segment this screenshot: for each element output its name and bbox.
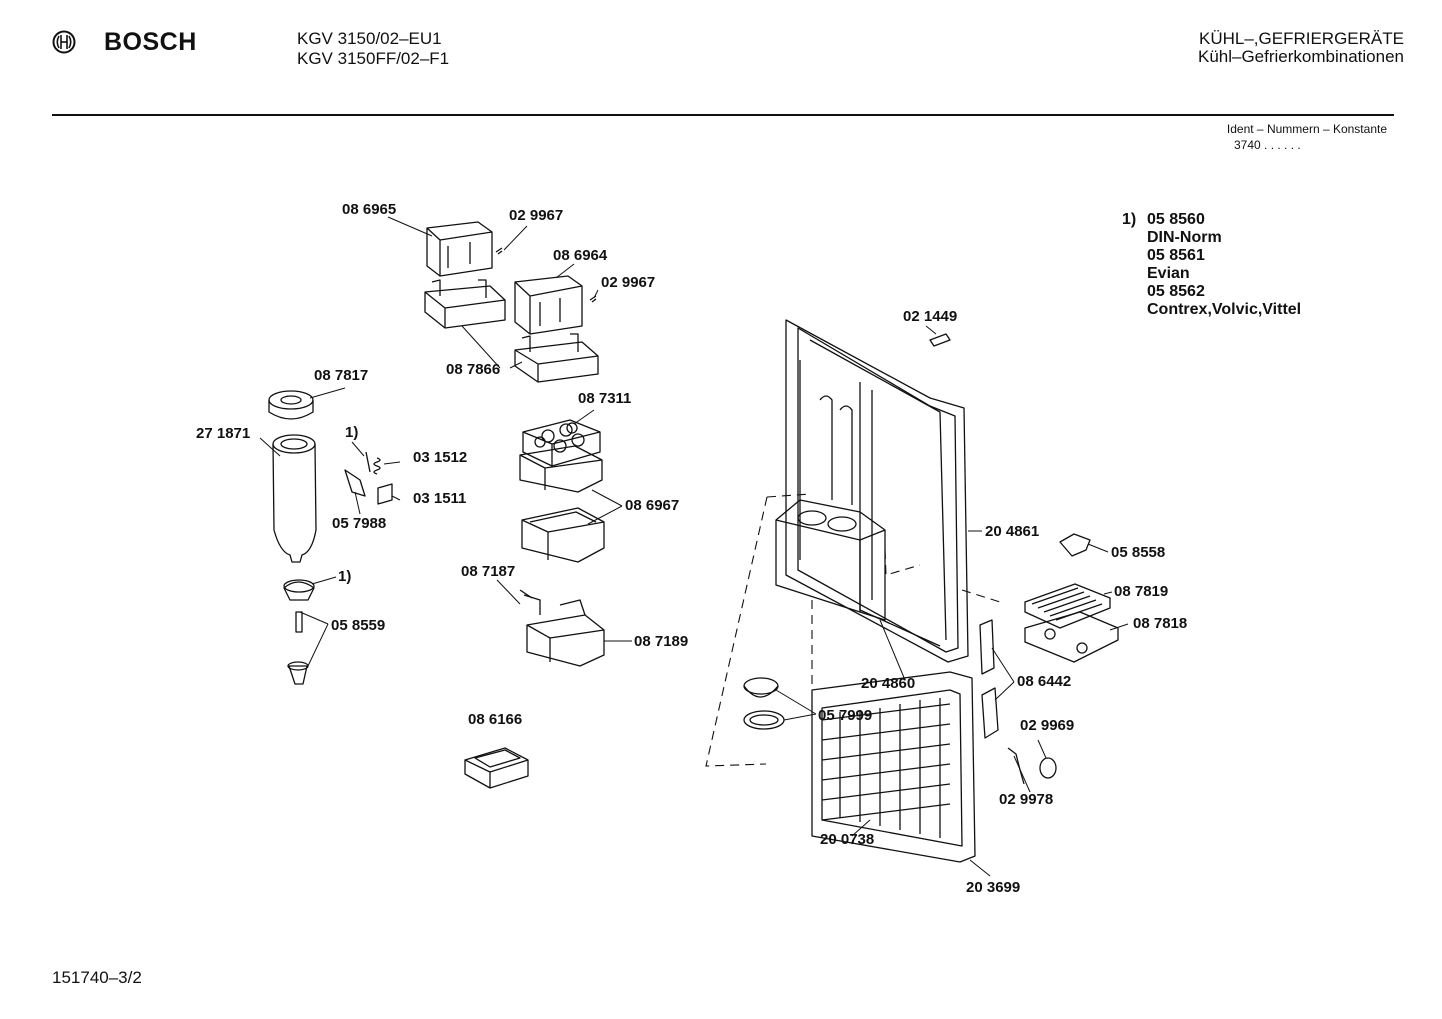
part-087818-base xyxy=(1024,611,1119,663)
part-021449-handle xyxy=(929,333,951,347)
footnote-line-2: DIN-Norm xyxy=(1147,229,1222,246)
footnote-line-3: 05 8561 xyxy=(1147,247,1205,264)
ident-label: Ident – Nummern – Konstante xyxy=(1226,122,1387,136)
label-031511: 03 1511 xyxy=(413,490,467,507)
label-029967-a: 02 9967 xyxy=(509,207,564,224)
header-rule xyxy=(52,114,1394,116)
category-line-1: KÜHL–,GEFRIERGERÄTE xyxy=(1199,29,1404,48)
label-087189: 08 7189 xyxy=(634,633,689,650)
label-087819: 08 7819 xyxy=(1114,583,1169,600)
label-086965: 08 6965 xyxy=(342,201,397,218)
label-204861: 20 4861 xyxy=(985,523,1040,540)
label-086442: 08 6442 xyxy=(1017,673,1072,690)
part-086964-holder xyxy=(514,275,583,335)
label-086166: 08 6166 xyxy=(468,711,523,728)
label-087817: 08 7817 xyxy=(314,367,369,384)
part-058558-clip xyxy=(1059,533,1091,557)
footnote-line-4: Evian xyxy=(1147,265,1190,282)
part-087866-tray-b xyxy=(514,333,599,383)
part-086442-hinge xyxy=(979,619,999,739)
footnote-line-6: Contrex,Volvic,Vittel xyxy=(1147,301,1302,318)
label-058558: 05 8558 xyxy=(1111,544,1166,561)
part-200738-freezer-door xyxy=(811,671,976,863)
footnote-marker: 1) xyxy=(1122,211,1137,228)
footnote-line-5: 05 8562 xyxy=(1147,283,1205,300)
part-204861-door-liner xyxy=(785,319,969,663)
label-086967: 08 6967 xyxy=(625,497,680,514)
label-203699: 20 3699 xyxy=(966,879,1021,896)
label-057999: 05 7999 xyxy=(818,707,873,724)
footnote-line-1: 05 8560 xyxy=(1147,211,1205,228)
label-057988: 05 7988 xyxy=(332,515,387,532)
part-029969-cap xyxy=(1039,757,1057,779)
label-058559: 05 8559 xyxy=(331,617,386,634)
part-087817-cap xyxy=(268,390,314,420)
label-029969: 02 9969 xyxy=(1020,717,1075,734)
part-086967-box-a xyxy=(519,445,603,493)
part-087819-lid xyxy=(1024,583,1111,629)
part-086967-box-b xyxy=(521,507,605,563)
model-line-2: KGV 3150FF/02–F1 xyxy=(297,49,450,68)
part-clip-assembly xyxy=(344,451,393,505)
label-031512: 03 1512 xyxy=(413,449,468,466)
part-029978-screw xyxy=(1007,747,1025,785)
part-087311-egg-tray xyxy=(522,419,601,467)
part-029967-screw-a xyxy=(495,247,503,255)
model-line-1: KGV 3150/02–EU1 xyxy=(297,29,442,48)
label-087866: 08 7866 xyxy=(446,361,501,378)
part-087189-shelf xyxy=(519,589,605,667)
label-footnote-ref-a: 1) xyxy=(345,424,359,441)
label-087818: 08 7818 xyxy=(1133,615,1188,632)
part-057999-seal xyxy=(743,677,785,730)
part-204860-door-bin xyxy=(775,499,886,621)
category-line-2: Kühl–Gefrierkombinationen xyxy=(1197,47,1404,66)
part-271871-bottle xyxy=(272,434,317,563)
label-029967-b: 02 9967 xyxy=(601,274,656,291)
part-087866-tray-a xyxy=(424,279,506,329)
label-029978: 02 9978 xyxy=(999,791,1054,808)
label-087311: 08 7311 xyxy=(578,390,632,407)
doc-number: 151740–3/2 xyxy=(52,968,142,987)
part-086965-holder xyxy=(426,221,493,277)
label-204860: 20 4860 xyxy=(861,675,916,692)
label-271871: 27 1871 xyxy=(196,425,251,442)
label-200738: 20 0738 xyxy=(820,831,875,848)
label-021449: 02 1449 xyxy=(903,308,958,325)
part-058559-valve xyxy=(283,579,315,685)
ident-value: 3740 . . . . . . xyxy=(1234,138,1301,152)
label-087187: 08 7187 xyxy=(461,563,516,580)
brand-name: BOSCH xyxy=(104,28,197,56)
label-086964: 08 6964 xyxy=(553,247,608,264)
part-086166-small-box xyxy=(464,747,529,789)
bosch-logo-icon xyxy=(52,30,76,54)
label-footnote-ref-b: 1) xyxy=(338,568,352,585)
